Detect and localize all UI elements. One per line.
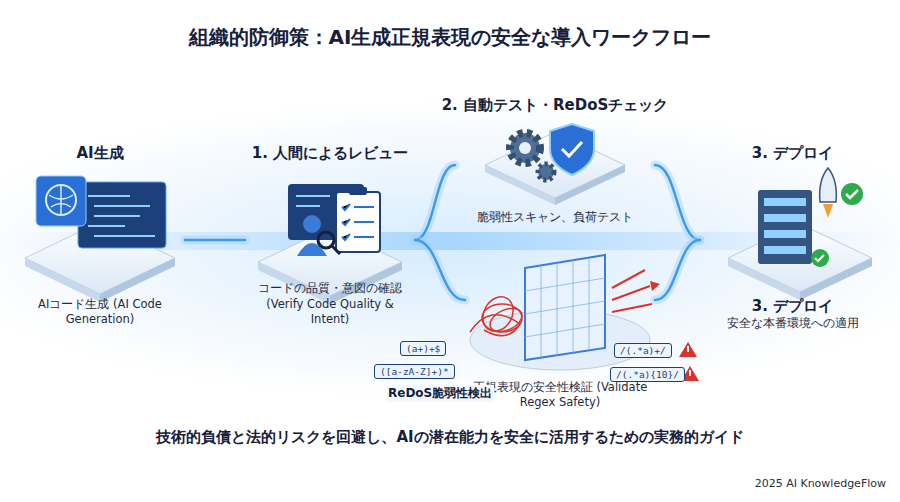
flow-connector xyxy=(655,240,700,300)
regex-sample: (a+)+$ xyxy=(400,341,446,356)
step-heading: 3. デプロイ xyxy=(752,144,833,163)
regex-sample: /(.*a){10}/ xyxy=(610,367,685,382)
step-heading: 3. デプロイ xyxy=(752,297,833,316)
flow-connector xyxy=(185,240,245,241)
step-caption: AIコード生成 (AI Code Generation) xyxy=(19,297,181,328)
flow-connector xyxy=(655,165,700,240)
test-icon xyxy=(485,124,625,205)
ai-icon xyxy=(25,176,175,302)
regex-sample: /(.*a)+/ xyxy=(614,343,672,358)
deploy-icon xyxy=(728,168,872,300)
regex-sample: ([a-zA-Z]+)* xyxy=(374,364,455,379)
flow-node: 1. 人間によるレビューコードの品質・意図の確認 (Verify Code Qu… xyxy=(245,140,415,332)
flow-node: 3. デプロイ3. デプロイ安全な本番環境への適用 xyxy=(700,140,885,336)
callout-label: ReDoS脆弱性検出 xyxy=(386,385,494,402)
flow-connector xyxy=(415,240,465,300)
step-heading: AI生成 xyxy=(76,144,123,163)
step-heading: 2. 自動テスト・ReDoSチェック xyxy=(442,96,669,115)
title: 組織的防御策：AI生成正規表現の安全な導入ワークフロー xyxy=(0,24,900,51)
step-caption: 脆弱性スキャン、負荷テスト xyxy=(477,210,633,226)
step-caption: 安全な本番環境への適用 xyxy=(727,316,859,332)
step-caption: コードの品質・意図の確認 (Verify Code Quality & Inte… xyxy=(249,281,411,328)
watermark: 2025 AI KnowledgeFlow xyxy=(755,477,886,490)
flow-node: 2. 自動テスト・ReDoSチェック脆弱性スキャン、負荷テスト xyxy=(455,92,655,230)
step-caption: 正規表現の安全性検証 (Validate Regex Safety) xyxy=(469,380,651,411)
caption: 技術的負債と法的リスクを回避し、AIの潜在能力を安全に活用するための実務的ガイド xyxy=(0,428,900,447)
flow-node: AI生成 AIコード生成 (AI Code Generation) xyxy=(15,140,185,332)
step-heading: 1. 人間によるレビュー xyxy=(252,144,408,163)
flow-connector xyxy=(415,165,455,240)
